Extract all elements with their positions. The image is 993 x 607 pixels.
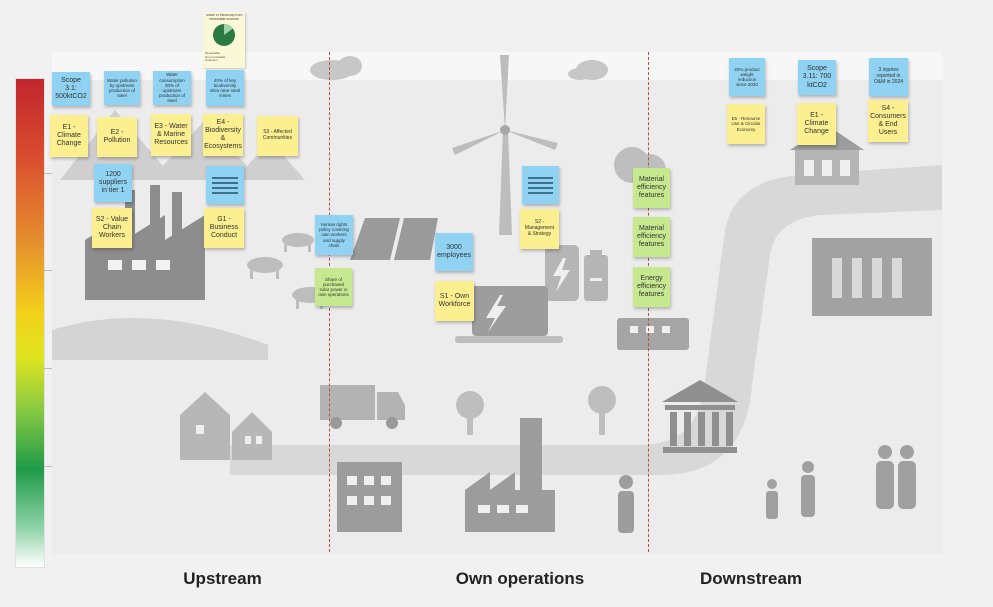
s2-management-strategy-note[interactable]: S2 - Management & Strategy xyxy=(520,209,559,249)
stage-label-downstream: Downstream xyxy=(699,569,803,588)
scope31-note[interactable]: Scope 3.1: 500ktCO2 xyxy=(52,72,90,106)
material-efficiency-note-2[interactable]: Material efficiency features xyxy=(633,217,670,257)
g1-business-conduct-note[interactable]: G1 - Business Conduct xyxy=(204,208,244,248)
cloud-icon xyxy=(310,56,608,80)
bank-icon xyxy=(662,380,738,453)
e5-circular-economy-note[interactable]: E5 - Resource Use & Circular Economy xyxy=(727,104,765,144)
renewable-share-chart-card[interactable]: Share of electricity from renewable sour… xyxy=(203,12,245,68)
s1-own-workforce-note[interactable]: S1 - Own Workforce xyxy=(435,281,474,321)
s4-consumers-end-users-note[interactable]: S4 - Consumers & End Users xyxy=(868,100,908,142)
wind-turbine-icon xyxy=(452,55,558,235)
e3-water-marine-note[interactable]: E3 - Water & Marine Resources xyxy=(151,114,191,156)
pie-slice-non-renewable xyxy=(224,24,233,35)
s2-value-chain-workers-note[interactable]: S2 - Value Chain Workers xyxy=(92,208,132,248)
weight-reduction-note[interactable]: 20% product weight reduction since 2020 xyxy=(729,58,765,96)
scope311-note[interactable]: Scope 3.11: 700 ktCO2 xyxy=(798,60,836,95)
chart-title: Share of electricity from renewable sour… xyxy=(205,14,243,21)
legend-tick xyxy=(44,173,52,174)
purchased-solar-note[interactable]: Share of purchased solar power in own op… xyxy=(315,268,352,306)
factory-icon xyxy=(465,418,555,532)
e4-biodiversity-note[interactable]: E4 - Biodiversity & Ecosystems xyxy=(203,114,243,156)
chart-legend-renewable: Renewable xyxy=(205,51,221,55)
building-icon xyxy=(617,318,689,350)
battery-icon xyxy=(545,245,608,301)
water-pollution-note[interactable]: Water pollution by upstream production o… xyxy=(104,71,140,105)
legend-tick xyxy=(44,368,52,369)
solar-panel-icon xyxy=(350,218,438,260)
water-consumption-note[interactable]: Water consumption 30% of upstream produc… xyxy=(153,71,191,105)
legend-tick xyxy=(44,466,52,467)
strategy-document-icon[interactable] xyxy=(522,166,559,204)
color-scale-legend xyxy=(15,78,45,568)
material-efficiency-note-1[interactable]: Material efficiency features xyxy=(633,168,670,208)
house-icon xyxy=(180,392,272,460)
employees-note[interactable]: 3000 employees xyxy=(435,233,473,271)
energy-efficiency-note[interactable]: Energy efficiency features xyxy=(633,267,670,307)
legend-tick xyxy=(44,270,52,271)
g1-document-icon[interactable] xyxy=(206,166,244,204)
stage-label-own-operations: Own operations xyxy=(455,569,585,588)
laptop-icon xyxy=(455,286,563,343)
human-rights-policy-note[interactable]: Human rights policy covering own workers… xyxy=(315,215,353,255)
renewable-share-pie-chart xyxy=(213,24,235,46)
biodiversity-fact-note[interactable]: 40% of key biodiversity sites near steel… xyxy=(206,70,244,106)
people-icon xyxy=(766,445,916,519)
office-building-icon xyxy=(337,462,402,532)
person-icon xyxy=(618,475,634,533)
e1-climate-change-upstream-note[interactable]: E1 - Climate Change xyxy=(50,115,88,157)
tree-icon xyxy=(456,386,616,435)
suppliers-note[interactable]: 1200 suppliers in tier 1 xyxy=(94,164,132,202)
e2-pollution-note[interactable]: E2 - Pollution xyxy=(97,117,137,157)
chart-legend-non-renewable: Non-renewable xyxy=(205,54,226,59)
e1-climate-change-downstream-note[interactable]: E1 - Climate Change xyxy=(797,103,836,145)
injuries-note[interactable]: 3 injuries reported in O&M in 2024 xyxy=(869,58,908,96)
dam-icon xyxy=(812,238,932,316)
chart-legend-unknown: Unknown xyxy=(205,58,218,63)
s3-affected-communities-note[interactable]: S3 - Affected Communities xyxy=(257,116,298,156)
stage-label-upstream: Upstream xyxy=(183,569,262,588)
